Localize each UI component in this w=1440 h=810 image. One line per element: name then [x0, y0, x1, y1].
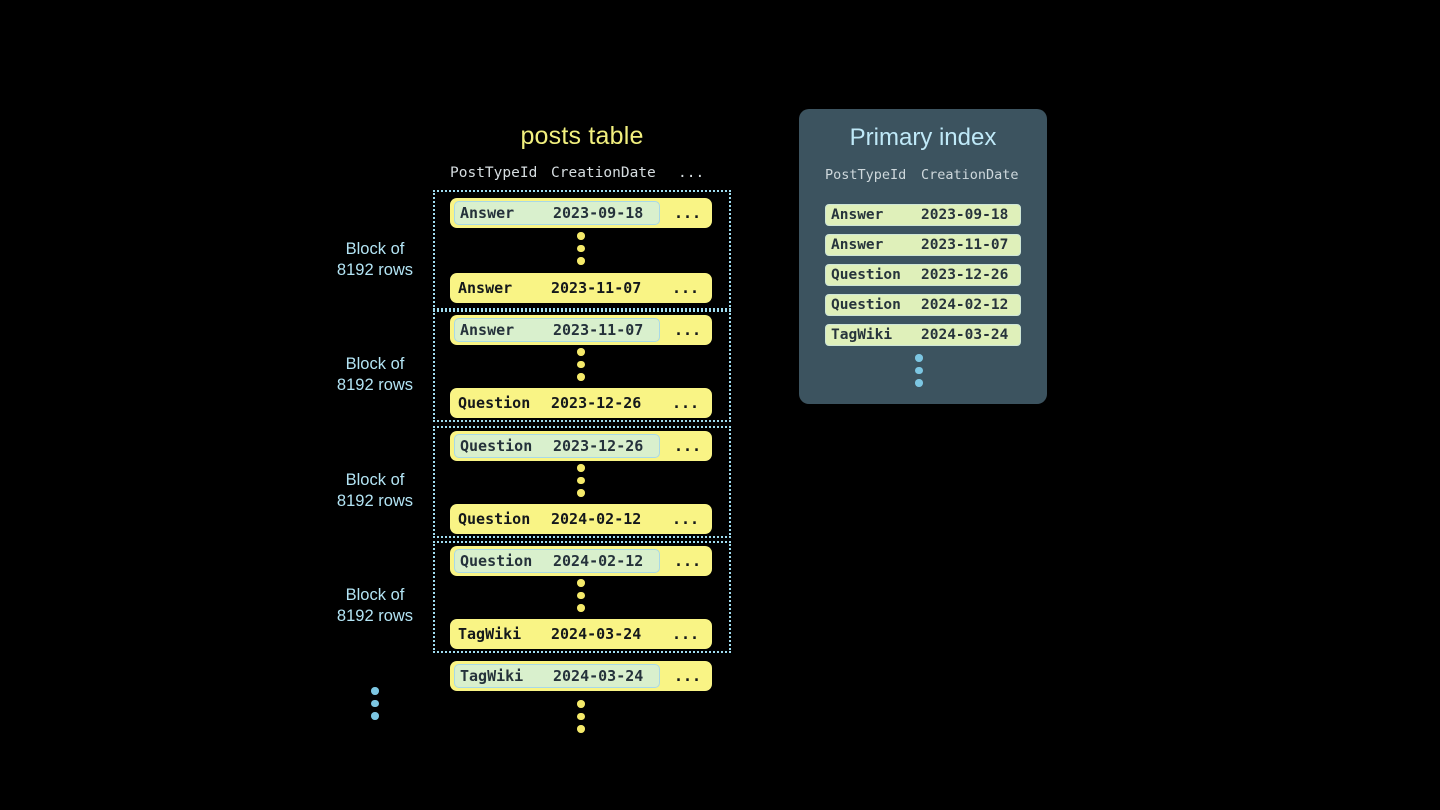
table-row: Answer 2023-11-07 ... [450, 273, 712, 303]
table-row: Question 2023-12-26 ... [450, 388, 712, 418]
block-label-2: Block of 8192 rows [336, 355, 414, 394]
cell-creationdate: 2024-02-12 [553, 552, 644, 570]
index-continues-dots [915, 354, 923, 387]
cell-ellipsis: ... [674, 321, 702, 339]
cell-ellipsis: ... [674, 667, 702, 685]
index-row: TagWiki 2024-03-24 [825, 324, 1021, 346]
cell-ellipsis: ... [672, 625, 700, 643]
primary-index-title: Primary index [849, 124, 997, 151]
cell-posttypeid: Answer [460, 204, 515, 222]
cell-creationdate: 2023-09-18 [553, 204, 644, 222]
row-highlight-box: Question 2024-02-12 [454, 549, 660, 573]
row-highlight-box: Question 2023-12-26 [454, 434, 660, 458]
cell-creationdate: 2023-11-07 [921, 237, 1009, 253]
index-row: Question 2024-02-12 [825, 294, 1021, 316]
cell-posttypeid: Answer [458, 279, 513, 297]
block-boundary-3 [433, 426, 731, 538]
cell-posttypeid: TagWiki [460, 667, 524, 685]
cell-posttypeid: Question [460, 552, 533, 570]
table-row: Question 2024-02-12 ... [450, 504, 712, 534]
block-label-3: Block of 8192 rows [336, 471, 414, 510]
row-ellipsis-dots [577, 232, 585, 265]
row-highlight-box: Answer 2023-11-07 [454, 318, 660, 342]
index-row: Question 2023-12-26 [825, 264, 1021, 286]
column-header-posttypeid: PostTypeId [450, 165, 538, 181]
block-label-1: Block of 8192 rows [336, 240, 414, 279]
table-row: TagWiki 2024-03-24 ... [450, 619, 712, 649]
posts-table-title: posts table [520, 122, 644, 150]
table-row: TagWiki 2024-03-24 ... [450, 661, 712, 691]
column-header-posttypeid: PostTypeId [825, 167, 907, 183]
cell-posttypeid: Question [460, 437, 533, 455]
row-ellipsis-dots [577, 579, 585, 612]
row-highlight-box: TagWiki 2024-03-24 [454, 664, 660, 688]
table-row: Question 2024-02-12 ... [450, 546, 712, 576]
row-ellipsis-dots [577, 348, 585, 381]
column-header-creationdate: CreationDate [921, 167, 1019, 183]
block-boundary-2 [433, 310, 731, 422]
cell-ellipsis: ... [672, 394, 700, 412]
primary-index-panel: Primary index PostTypeId CreationDate An… [799, 109, 1047, 404]
cell-creationdate: 2024-02-12 [551, 510, 642, 528]
cell-creationdate: 2024-03-24 [921, 327, 1009, 343]
cell-creationdate: 2023-12-26 [921, 267, 1009, 283]
cell-creationdate: 2024-03-24 [551, 625, 642, 643]
posts-table-column-headers: PostTypeId CreationDate ... [450, 165, 712, 181]
table-row: Question 2023-12-26 ... [450, 431, 712, 461]
cell-posttypeid: Question [831, 267, 901, 283]
cell-ellipsis: ... [674, 204, 702, 222]
cell-creationdate: 2023-12-26 [551, 394, 642, 412]
primary-index-column-headers: PostTypeId CreationDate [825, 167, 1025, 183]
block-boundary-4 [433, 541, 731, 653]
cell-creationdate: 2023-09-18 [921, 207, 1009, 223]
cell-ellipsis: ... [674, 552, 702, 570]
cell-creationdate: 2023-11-07 [553, 321, 644, 339]
cell-posttypeid: Answer [460, 321, 515, 339]
block-label-4: Block of 8192 rows [336, 586, 414, 625]
index-row: Answer 2023-11-07 [825, 234, 1021, 256]
table-row: Answer 2023-09-18 ... [450, 198, 712, 228]
cell-posttypeid: Question [458, 394, 531, 412]
cell-creationdate: 2023-12-26 [553, 437, 644, 455]
cell-creationdate: 2024-03-24 [553, 667, 644, 685]
cell-posttypeid: TagWiki [831, 327, 893, 343]
cell-creationdate: 2023-11-07 [551, 279, 642, 297]
table-continues-dots [577, 700, 585, 733]
index-row: Answer 2023-09-18 [825, 204, 1021, 226]
cell-creationdate: 2024-02-12 [921, 297, 1009, 313]
cell-ellipsis: ... [672, 279, 700, 297]
cell-posttypeid: Answer [831, 237, 884, 253]
cell-posttypeid: TagWiki [458, 625, 522, 643]
column-header-ellipsis: ... [678, 165, 705, 181]
cell-posttypeid: Question [831, 297, 901, 313]
blocks-continue-dots [371, 687, 379, 720]
column-header-creationdate: CreationDate [551, 165, 656, 181]
cell-posttypeid: Question [458, 510, 531, 528]
cell-posttypeid: Answer [831, 207, 884, 223]
block-boundary-1 [433, 190, 731, 310]
row-highlight-box: Answer 2023-09-18 [454, 201, 660, 225]
cell-ellipsis: ... [674, 437, 702, 455]
table-row: Answer 2023-11-07 ... [450, 315, 712, 345]
cell-ellipsis: ... [672, 510, 700, 528]
row-ellipsis-dots [577, 464, 585, 497]
